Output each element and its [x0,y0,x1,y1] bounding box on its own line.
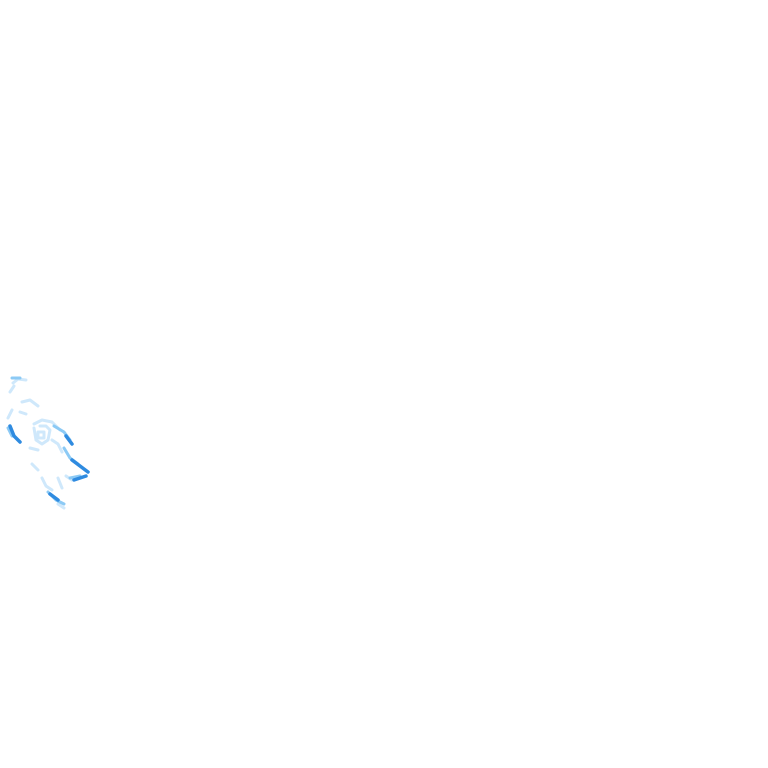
sketch-dark-strokes [8,424,90,502]
sketch-light-strokes [6,377,74,510]
